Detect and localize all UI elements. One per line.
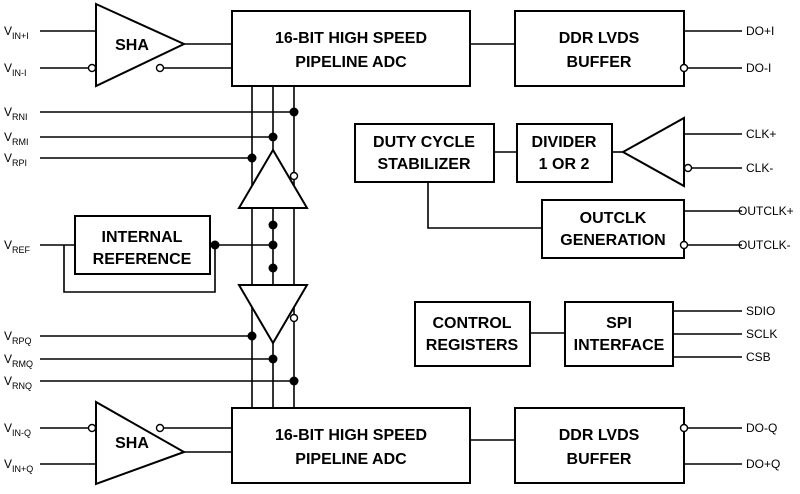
label-vrni: VRNI bbox=[4, 105, 28, 122]
label-vrpi: VRPI bbox=[4, 151, 27, 168]
lvds-q-output-bubble bbox=[679, 423, 689, 433]
sha-q-amplifier bbox=[95, 400, 187, 486]
adc-q-label-line2: PIPELINE ADC bbox=[295, 451, 407, 468]
label-vrmq: VRMQ bbox=[4, 352, 33, 369]
ref-buffer-q-bubble bbox=[289, 313, 299, 323]
lvds-q-label-line2: BUFFER bbox=[567, 451, 632, 468]
label-csb: CSB bbox=[746, 350, 771, 364]
ref-buffer-q bbox=[237, 284, 309, 345]
label-sclk: SCLK bbox=[746, 327, 777, 341]
label-vrpq: VRPQ bbox=[4, 329, 32, 346]
sha-q-inverting-output-bubble bbox=[155, 423, 165, 433]
lvds-i-block bbox=[514, 10, 685, 87]
divider-block bbox=[516, 123, 613, 183]
divider-label-line2: 1 OR 2 bbox=[539, 156, 590, 173]
dcs-label-line2: STABILIZER bbox=[377, 156, 470, 173]
divider-label-line1: DIVIDER bbox=[532, 134, 597, 151]
sha-i-amplifier bbox=[95, 2, 187, 88]
internal-reference-block bbox=[74, 215, 211, 275]
clock-input-buffer bbox=[620, 116, 685, 188]
label-vref: VREF bbox=[4, 238, 31, 255]
label-clk-neg: CLK- bbox=[746, 161, 773, 175]
control-registers-block bbox=[414, 301, 531, 367]
outclk-gen-label-line1: OUTCLK bbox=[580, 210, 647, 227]
label-vin-pos-q: VIN+Q bbox=[4, 457, 33, 474]
spi-label-line2: INTERFACE bbox=[574, 337, 665, 354]
control-registers-label-line2: REGISTERS bbox=[426, 337, 519, 354]
label-do-neg-i: DO-I bbox=[746, 61, 771, 75]
clock-buffer-bubble bbox=[683, 163, 693, 173]
ref-buffer-i bbox=[237, 148, 309, 209]
label-do-pos-q: DO+Q bbox=[746, 457, 780, 471]
label-outclk-pos: OUTCLK+ bbox=[738, 204, 794, 218]
sha-i-inverting-output-bubble bbox=[155, 63, 165, 73]
label-vin-pos-i: VIN+I bbox=[4, 24, 29, 41]
outclk-gen-label-line2: GENERATION bbox=[560, 232, 665, 249]
sha-i-label: SHA bbox=[115, 37, 149, 54]
lvds-i-label-line1: DDR LVDS bbox=[559, 30, 640, 47]
adc-q-label-line1: 16-BIT HIGH SPEED bbox=[275, 427, 427, 444]
outclk-generation-block bbox=[541, 199, 685, 259]
internal-reference-label-line1: INTERNAL bbox=[102, 229, 183, 246]
label-vin-neg-q: VIN-Q bbox=[4, 421, 31, 438]
label-clk-pos: CLK+ bbox=[746, 127, 776, 141]
sha-q-inverting-bubble bbox=[87, 423, 97, 433]
adc-i-label-line2: PIPELINE ADC bbox=[295, 54, 407, 71]
label-vin-neg-i: VIN-I bbox=[4, 61, 27, 78]
label-vrmi: VRMI bbox=[4, 130, 29, 147]
internal-reference-label-line2: REFERENCE bbox=[93, 251, 192, 268]
ref-buffer-i-bubble bbox=[289, 171, 299, 181]
sha-q-label: SHA bbox=[115, 435, 149, 452]
spi-label-line1: SPI bbox=[606, 315, 632, 332]
dcs-label-line1: DUTY CYCLE bbox=[373, 134, 475, 151]
junction-dots bbox=[210, 107, 299, 386]
label-outclk-neg: OUTCLK- bbox=[738, 238, 791, 252]
label-do-pos-i: DO+I bbox=[746, 24, 774, 38]
label-do-neg-q: DO-Q bbox=[746, 421, 777, 435]
adc-i-block bbox=[231, 10, 471, 87]
lvds-i-label-line2: BUFFER bbox=[567, 54, 632, 71]
lvds-i-output-bubble bbox=[679, 63, 689, 73]
label-vrnq: VRNQ bbox=[4, 374, 32, 391]
lvds-q-block bbox=[514, 407, 685, 484]
outclk-output-bubble bbox=[679, 240, 689, 250]
adc-i-label-line1: 16-BIT HIGH SPEED bbox=[275, 30, 427, 47]
duty-cycle-stabilizer-block bbox=[354, 123, 495, 183]
control-registers-label-line1: CONTROL bbox=[432, 315, 511, 332]
adc-q-block bbox=[231, 407, 471, 484]
spi-interface-block bbox=[564, 301, 674, 367]
lvds-q-label-line1: DDR LVDS bbox=[559, 427, 640, 444]
label-sdio: SDIO bbox=[746, 304, 775, 318]
sha-i-inverting-bubble bbox=[87, 63, 97, 73]
